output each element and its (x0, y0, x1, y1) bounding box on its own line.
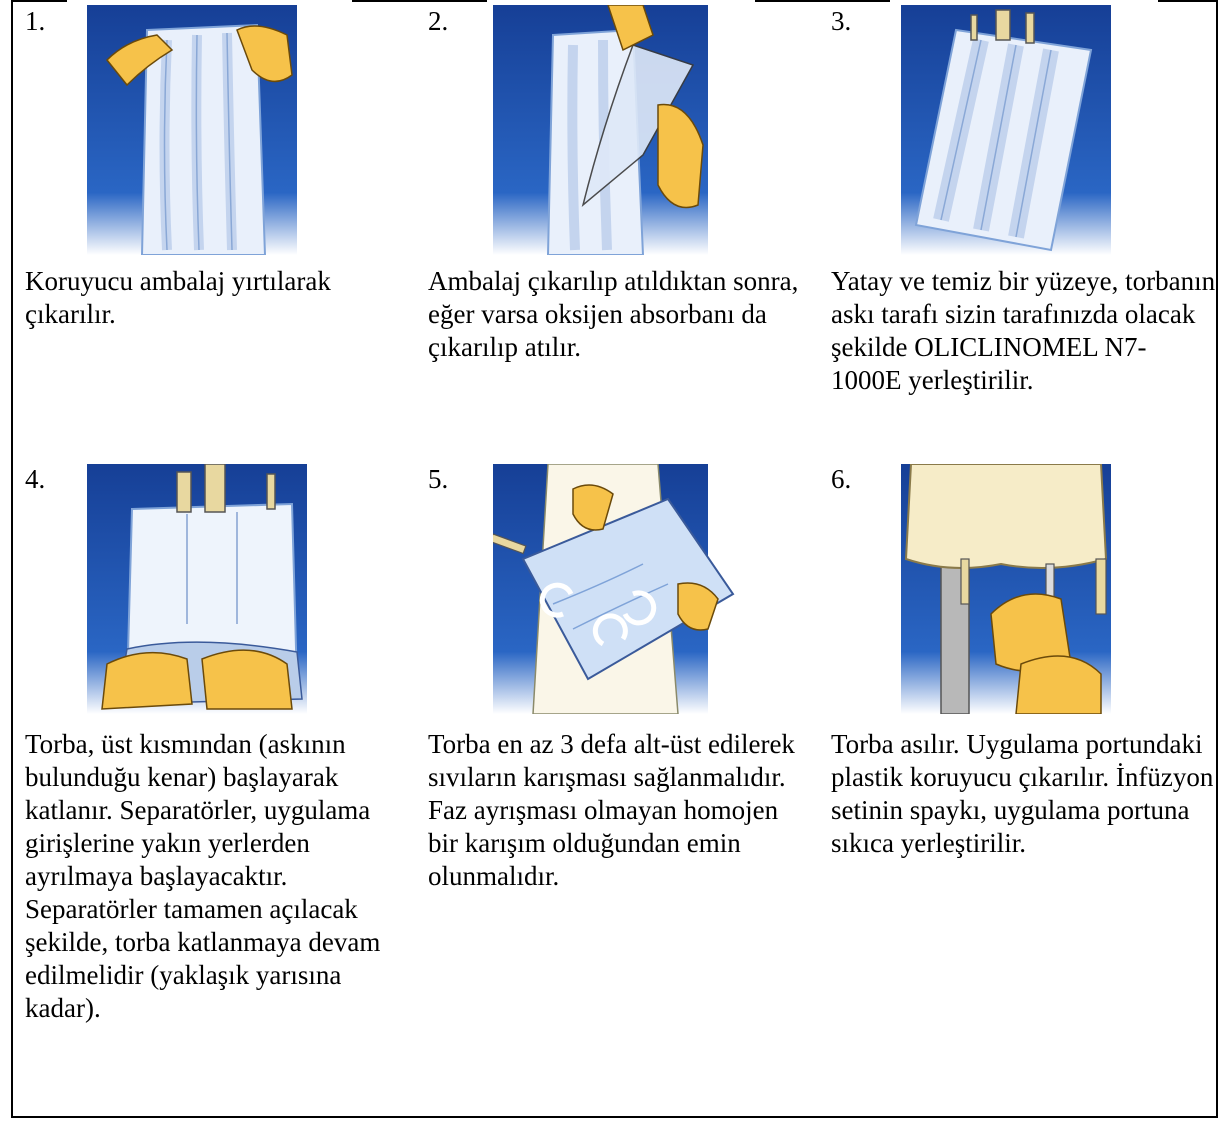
step-caption: Torba en az 3 defa alt-üst edilerek sıvı… (428, 728, 813, 893)
bag-on-surface-icon (901, 5, 1111, 255)
step-number: 5. (428, 464, 448, 494)
step-2: 2. Ambalaj çıkarılıp atıldıktan sonra, e… (418, 0, 813, 450)
removing-wrapper-icon (493, 5, 708, 255)
step-1: 1. Koruyucu ambalaj yırtılarak çıkarılır… (15, 0, 410, 450)
step-6: 6. Torba asılır. Uygulama portundaki pla… (821, 458, 1216, 1118)
step-number: 4. (25, 464, 45, 494)
step-number: 3. (831, 6, 851, 36)
tearing-wrapper-icon (87, 5, 297, 255)
step-number: 6. (831, 464, 851, 494)
step-caption: Yatay ve temiz bir yüzeye, torbanın askı… (831, 265, 1216, 397)
step-3: 3. Yatay ve temiz bir yüzeye, torbanın a… (821, 0, 1216, 450)
step-caption: Torba, üst kısmından (askının bulunduğu … (25, 728, 410, 1025)
inverting-bag-icon (493, 464, 743, 714)
step-caption: Torba asılır. Uygulama portundaki plasti… (831, 728, 1216, 860)
rolling-bag-icon (87, 464, 307, 714)
step-number: 2. (428, 6, 448, 36)
step-5: 5. Torba en az 3 defa alt-üst edilerek s… (418, 458, 813, 1118)
step-4: 4. Torba, üst kısmından (askının bulundu… (15, 458, 410, 1118)
step-caption: Koruyucu ambalaj yırtılarak çıkarılır. (25, 265, 410, 331)
step-caption: Ambalaj çıkarılıp atıldıktan sonra, eğer… (428, 265, 813, 364)
step-number: 1. (25, 6, 45, 36)
spiking-port-icon (901, 464, 1111, 714)
